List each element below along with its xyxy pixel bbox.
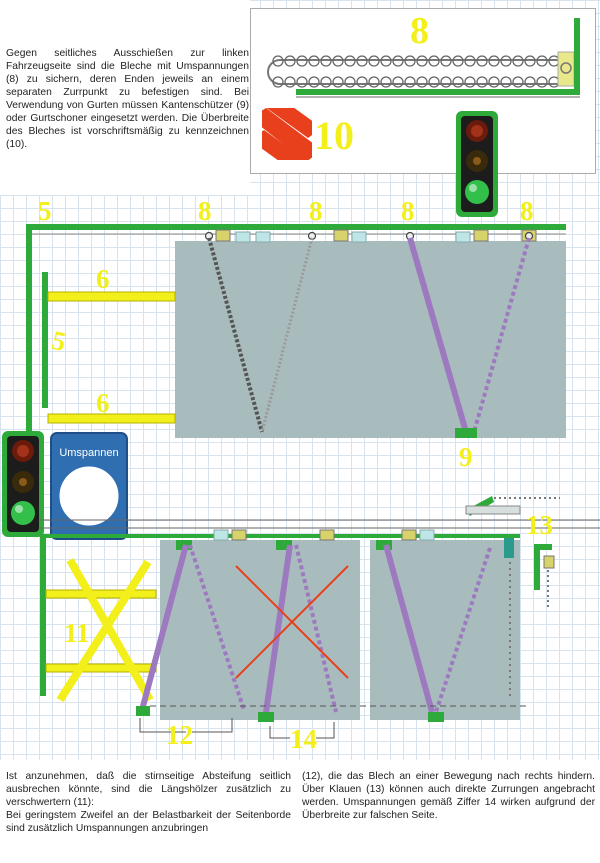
label-14: 14 bbox=[290, 724, 317, 754]
top-chain-diagram bbox=[267, 18, 580, 98]
label-8-c: 8 bbox=[401, 196, 415, 226]
label-5-a: 5 bbox=[38, 196, 52, 226]
bottom-diagram bbox=[40, 496, 600, 739]
label-9: 9 bbox=[459, 442, 473, 472]
traffic-light-icon bbox=[456, 111, 498, 217]
label-8-a: 8 bbox=[198, 196, 212, 226]
label-8-top: 8 bbox=[410, 10, 429, 52]
label-10: 10 bbox=[314, 113, 354, 158]
label-12: 12 bbox=[166, 720, 193, 750]
label-8-b: 8 bbox=[309, 196, 323, 226]
umspannen-sign-label: Umspannen bbox=[59, 447, 119, 459]
intro-panel bbox=[0, 0, 250, 195]
bottom-text-right: (12), die das Blech an einer Bewegung na… bbox=[302, 771, 595, 821]
label-11: 11 bbox=[64, 618, 90, 648]
traffic-light-left-icon bbox=[2, 431, 44, 537]
label-6-b: 6 bbox=[96, 388, 110, 418]
label-6-a: 6 bbox=[96, 264, 110, 294]
bottom-text-left: Ist anzunehmen, daß die stirnseitige Abs… bbox=[6, 771, 291, 834]
label-13: 13 bbox=[526, 510, 553, 540]
bottom-text-panel bbox=[0, 760, 600, 863]
umspannen-sign-icon bbox=[50, 432, 128, 540]
label-8-d: 8 bbox=[520, 196, 534, 226]
middle-diagram bbox=[26, 224, 566, 438]
warning-marker-icon bbox=[262, 108, 312, 160]
intro-text: Gegen seitliches Ausschießen zur linken … bbox=[6, 48, 249, 150]
